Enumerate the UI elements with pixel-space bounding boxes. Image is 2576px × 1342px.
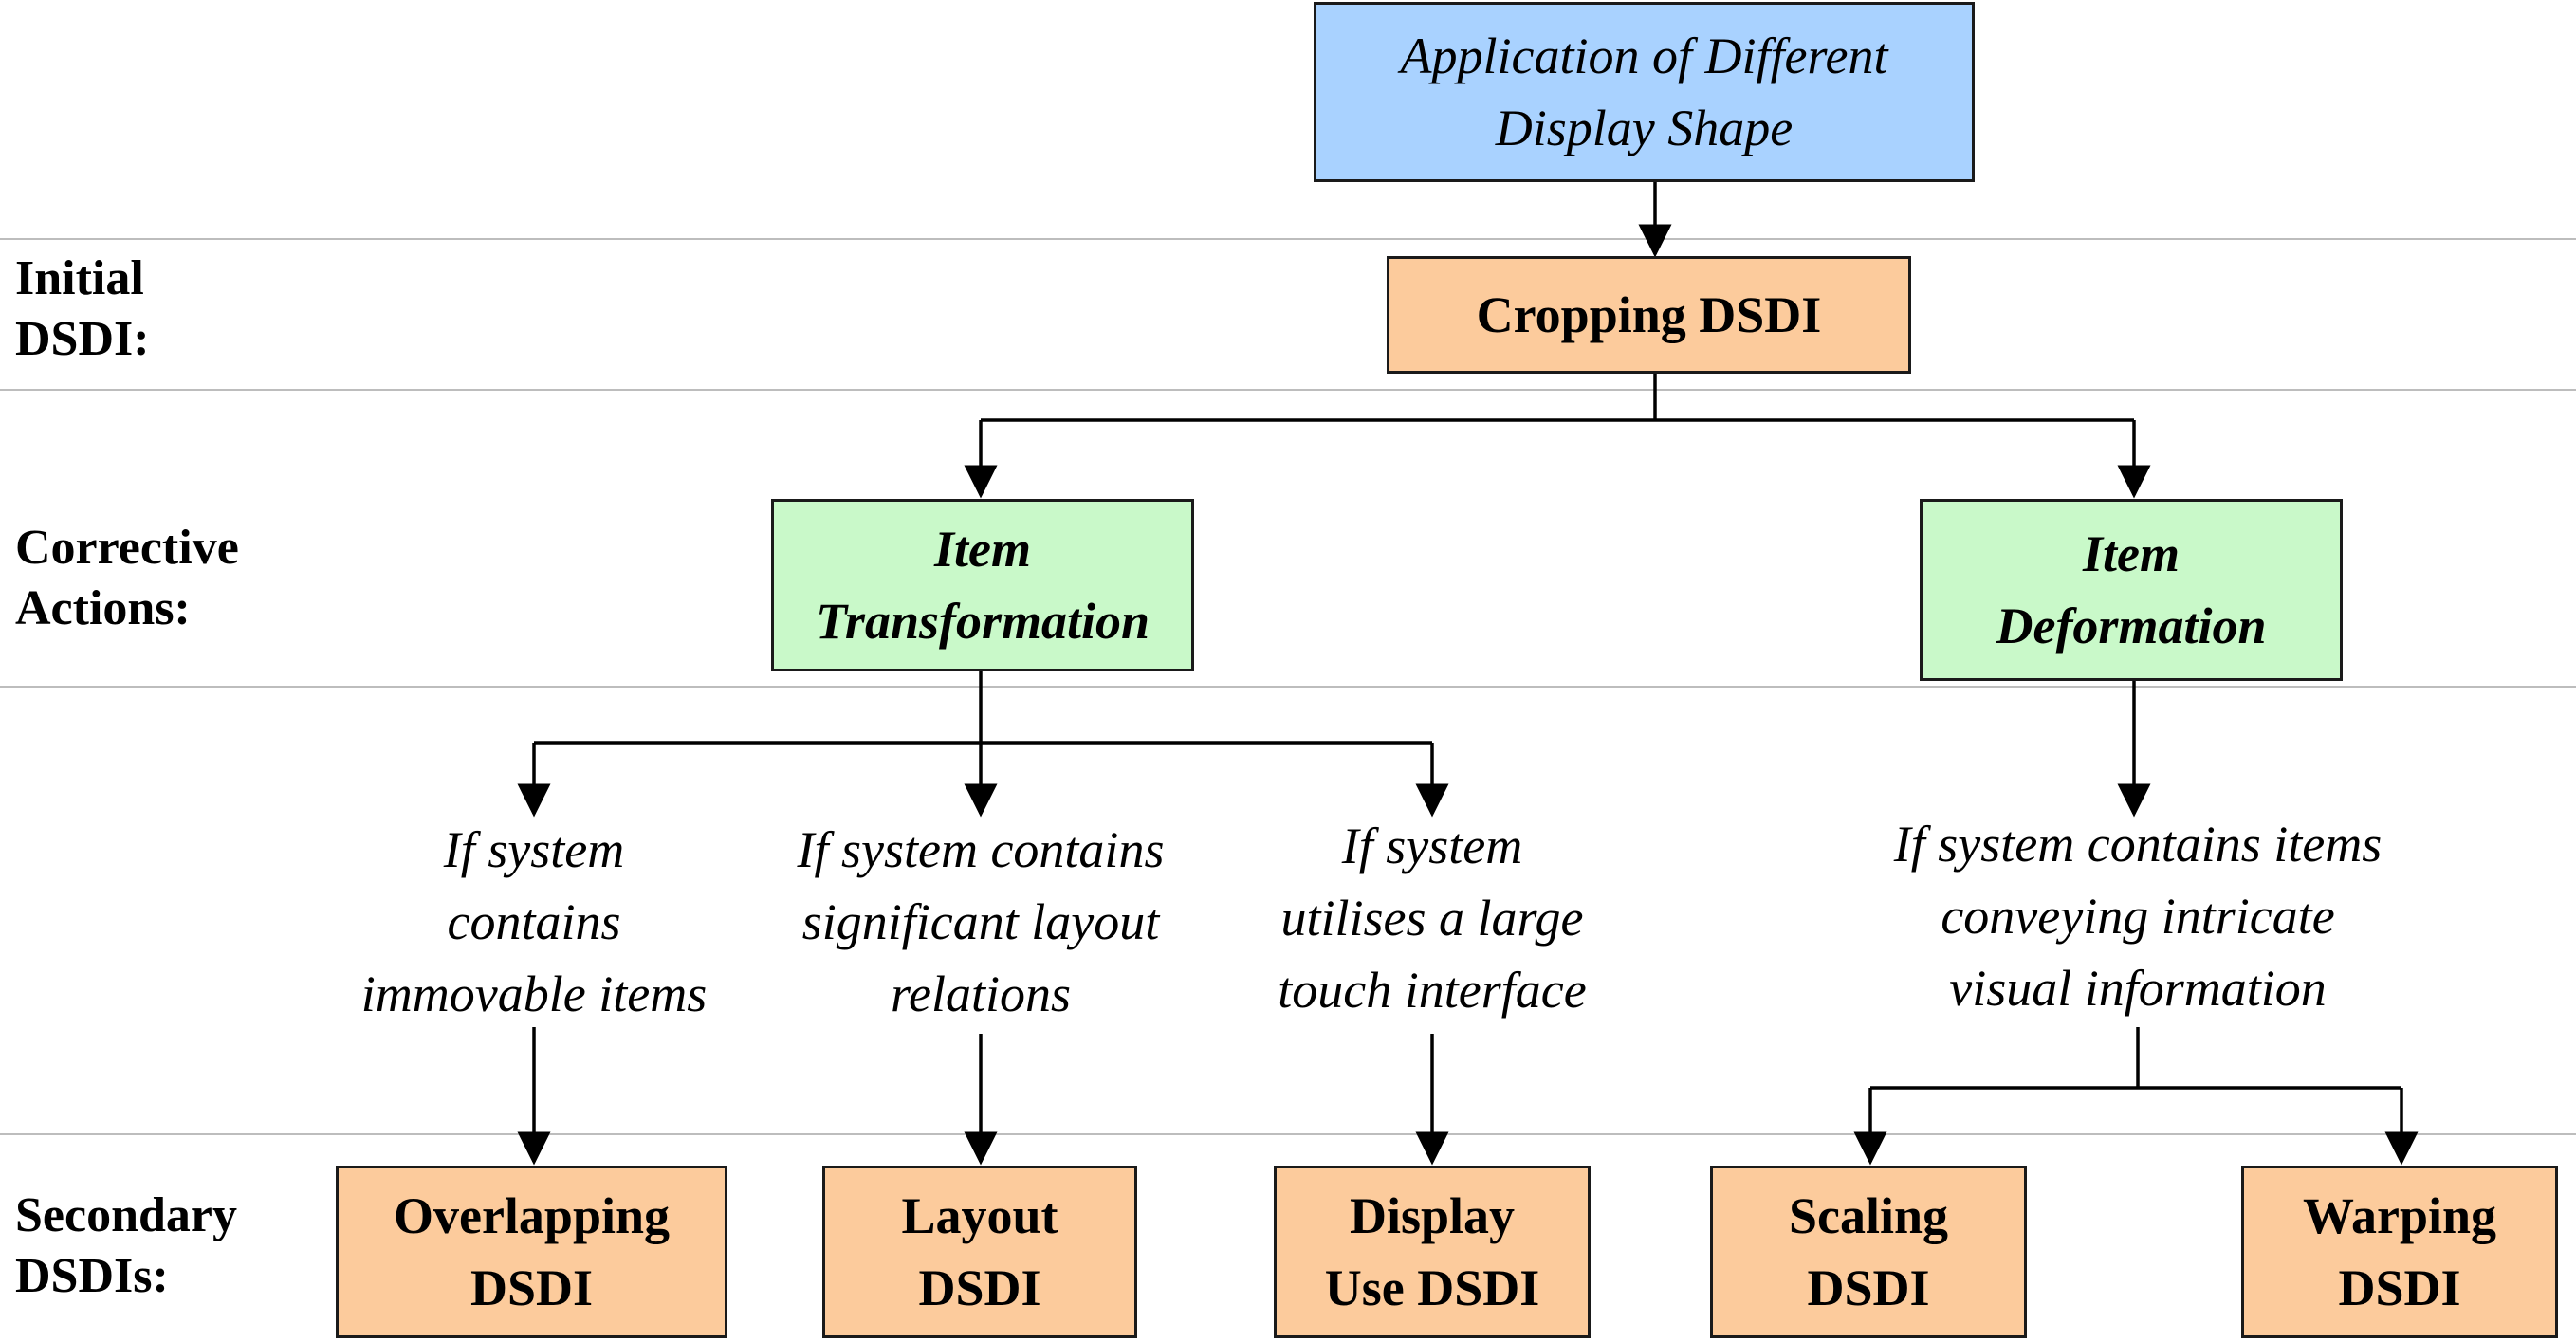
root-node: Application of Different Display Shape xyxy=(1314,2,1975,182)
scaling-dsdi-node: Scaling DSDI xyxy=(1710,1166,2027,1338)
row-separators xyxy=(0,238,2576,1135)
overlapping-dsdi-node: Overlapping DSDI xyxy=(336,1166,727,1338)
item-deformation-node: Item Deformation xyxy=(1920,499,2343,681)
cropping-dsdi-node: Cropping DSDI xyxy=(1387,256,1911,374)
item-transformation-node: Item Transformation xyxy=(771,499,1194,671)
condition-layout-relations: If system contains significant layout re… xyxy=(797,821,1165,1022)
condition-immovable-items: If system contains immovable items xyxy=(360,821,708,1022)
row-label-corrective: Corrective Actions: xyxy=(15,521,239,635)
condition-touch-interface: If system utilises a large touch interfa… xyxy=(1278,818,1587,1019)
connectors xyxy=(517,180,2419,1166)
condition-intricate-visual: If system contains items conveying intri… xyxy=(1893,816,2383,1017)
warping-dsdi-node: Warping DSDI xyxy=(2241,1166,2558,1338)
layout-dsdi-node: Layout DSDI xyxy=(822,1166,1137,1338)
row-label-secondary: Secondary DSDIs: xyxy=(15,1188,237,1303)
row-label-initial: Initial DSDI: xyxy=(15,251,150,366)
display-use-dsdi-node: Display Use DSDI xyxy=(1274,1166,1591,1338)
